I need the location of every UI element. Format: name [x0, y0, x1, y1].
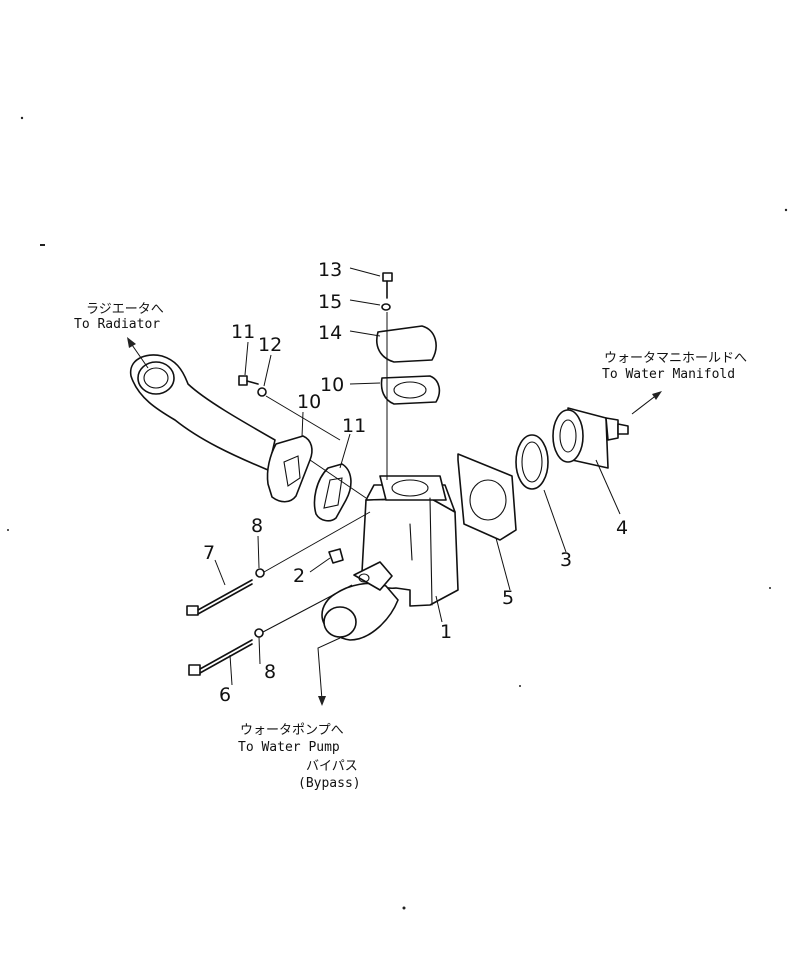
cover-plate — [376, 325, 437, 363]
scan-specks — [7, 116, 788, 910]
seal-ring — [515, 434, 549, 490]
callout-13: 14 — [318, 322, 342, 344]
callout-9: 10 — [297, 391, 321, 413]
flow-arrows — [127, 337, 662, 706]
callout-7: 7 — [203, 542, 215, 564]
callout-3: 3 — [560, 549, 572, 571]
callout-14: 13 — [318, 259, 342, 281]
gasket-left — [313, 463, 352, 522]
drain-plug — [328, 548, 344, 564]
thermostat-housing — [321, 475, 459, 641]
note-radiator-jp: ラジエータへ — [86, 302, 164, 317]
flow-notes: ラジエータへ To Radiator ウォータマニホールドへ To Water … — [74, 302, 747, 791]
note-pump-jp: ウォータポンプへ — [240, 723, 344, 738]
note-pump-en: To Water Pump — [238, 740, 340, 755]
note-bypass-jp: バイパス — [306, 759, 358, 774]
callout-10-left: 11 — [342, 415, 366, 437]
callout-15: 15 — [318, 291, 342, 313]
callout-12: 12 — [258, 334, 282, 356]
note-radiator-en: To Radiator — [74, 317, 160, 332]
note-manifold-en: To Water Manifold — [602, 367, 735, 382]
thermostat — [552, 407, 629, 469]
flange-bolt — [238, 375, 267, 397]
part-number-labels: 13 15 14 10 11 12 10 11 8 7 2 1 5 3 4 8 … — [203, 259, 628, 706]
callout-10-top: 10 — [320, 374, 344, 396]
callout-11: 11 — [231, 321, 255, 343]
callout-8-lower: 8 — [264, 661, 276, 683]
cover-bolt — [381, 272, 393, 311]
note-manifold-jp: ウォータマニホールドへ — [604, 351, 747, 366]
callout-leaders — [214, 267, 621, 686]
callout-8-upper: 8 — [251, 515, 263, 537]
radiator-pipe — [129, 354, 313, 503]
long-bolt-lower — [188, 628, 264, 676]
callout-6: 6 — [219, 684, 231, 706]
gasket-top — [380, 375, 441, 405]
callout-2: 2 — [293, 565, 305, 587]
long-bolt-upper — [186, 568, 265, 616]
callout-4: 4 — [616, 517, 628, 539]
gasket-square — [457, 453, 517, 541]
note-bypass-en: (Bypass) — [298, 776, 361, 791]
callout-1: 1 — [440, 621, 452, 643]
callout-5: 5 — [502, 587, 514, 609]
